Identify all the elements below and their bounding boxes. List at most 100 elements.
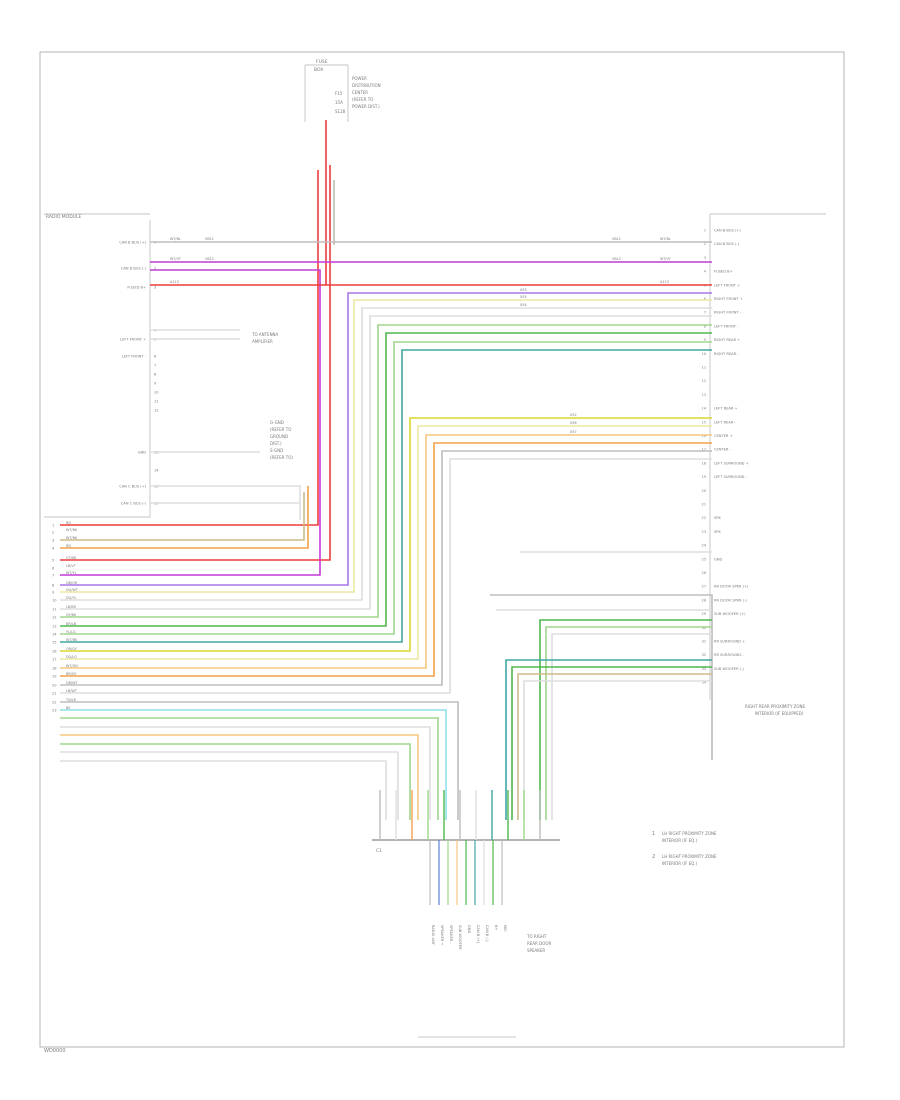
- amp-pin-number: 31: [702, 640, 706, 644]
- radio-note-1: TO ANTENNA: [251, 332, 279, 337]
- amp-pin-number: 32: [702, 653, 706, 657]
- circuit-vb12-color: WT/VT: [170, 257, 182, 261]
- harness-number: 17: [52, 658, 57, 662]
- harness-number: 6: [52, 567, 55, 571]
- harness-drop-7: [60, 751, 399, 820]
- amp-pin-number: 3: [704, 256, 706, 260]
- circuit-x56: X56: [570, 421, 577, 425]
- fuse-box-note-4: (REFER TO: [352, 97, 373, 102]
- rr-wire-5: [511, 666, 712, 820]
- amp-pin-label: SPK: [714, 516, 721, 520]
- connector-pin-label: SPEAKER +: [440, 925, 444, 945]
- harness-wire-color: LB/WT: [66, 689, 78, 693]
- fuse-box-note-3: CENTER: [352, 90, 368, 95]
- speaker-wire-b6: [60, 458, 712, 694]
- harness-drop-1: [60, 701, 459, 820]
- circuit-a113: A113: [170, 280, 179, 284]
- radio-ground-1: G-GND: [270, 420, 284, 425]
- radio-ground-3: GROUND: [270, 434, 288, 439]
- harness-number: 2: [52, 531, 54, 535]
- rr-wire-3: [551, 633, 712, 820]
- harness-drop-5: [60, 734, 419, 820]
- rr-wire-6: [517, 673, 712, 820]
- radio-pin-number: 6: [154, 355, 157, 359]
- harness-wire-color: RD: [66, 521, 71, 525]
- amp-pin-number: 33: [702, 667, 706, 671]
- circuit-vb11: VB11: [205, 237, 214, 241]
- amp-pin-label: RIGHT FRONT -: [714, 311, 742, 315]
- amp-pin-label: SUB WOOFER (+): [714, 612, 746, 616]
- connector-pin-label: SUB WOOFER: [458, 925, 462, 950]
- harness-wire-color: LB/BR: [66, 605, 77, 609]
- harness-number: 19: [52, 675, 57, 679]
- amp-pin-number: 14: [702, 407, 706, 411]
- speaker-wire-7: [60, 341, 712, 635]
- fuse-box-note-2: DISTRIBUTION: [352, 83, 381, 88]
- amp-pin-number: 26: [702, 571, 706, 575]
- amp-pin-label: LEFT SURROUND +: [714, 461, 749, 465]
- amp-pin-label: FUSED B+: [714, 270, 733, 274]
- feed-wire-red-3: [60, 170, 319, 526]
- amp-pin-label: CAN B BUS (+): [714, 229, 741, 233]
- amp-pin-number: 34: [702, 681, 706, 685]
- circuit-vb11-r: VB11: [612, 237, 621, 241]
- amp-pin-number: 8: [704, 324, 706, 328]
- circuit-x57: X57: [570, 430, 577, 434]
- amp-pin-number: 21: [702, 503, 706, 507]
- rr-wire-2: [545, 626, 712, 820]
- footer-code: WD0000: [44, 1048, 66, 1054]
- harness-number: 20: [52, 684, 57, 688]
- fuse-box-label-2: BOX: [314, 67, 323, 73]
- amp-pin-label: LEFT SURROUND -: [714, 475, 748, 479]
- harness-number: 4: [52, 547, 55, 551]
- connector-pin-label: SPEAKER -: [449, 925, 453, 944]
- radio-ground-5: S-GND: [270, 448, 283, 453]
- harness-wire-color: GY/BK: [66, 613, 77, 617]
- legend-text-2a: LH RIGHT PROXIMITY ZONE: [662, 854, 717, 859]
- radio-pin-label: FUSED B+: [127, 286, 146, 290]
- radio-pin-number: 3: [154, 286, 156, 290]
- lower-right-2: [490, 594, 713, 760]
- amp-pin-number: 12: [702, 379, 706, 383]
- speaker-wire-4: [60, 315, 712, 610]
- amp-pin-number: 4: [704, 270, 706, 274]
- harness-wire-color: LB/VT: [66, 564, 77, 568]
- amp-pin-number: 17: [702, 448, 706, 452]
- amp-caption-2: INTERIOR (IF EQUIPPED): [755, 711, 804, 716]
- speaker-wire-b4: [60, 442, 712, 677]
- amp-pin-label: RR DOOR SPKR (+): [714, 585, 749, 589]
- radio-pin-number: 9: [154, 382, 157, 386]
- fuse-box-note-1: POWER: [352, 76, 367, 81]
- harness-number: 7: [52, 574, 54, 578]
- connector-note-2: REAR DOOR: [527, 941, 551, 946]
- radio-pin-label: CAN C BUS (-): [121, 502, 147, 506]
- legend-text-1b: INTERIOR (IF EQ.): [662, 838, 698, 843]
- circuit-vb11-color: WT/BL: [170, 237, 181, 241]
- harness-wire-color: WT/GN: [66, 664, 78, 668]
- harness-wire-color: VT/BR: [66, 556, 77, 560]
- amp-pin-number: 24: [702, 544, 706, 548]
- can-b-magenta-down: [60, 269, 321, 576]
- harness-drop-3: [60, 717, 439, 820]
- amp-pin-label: LEFT REAR -: [714, 420, 736, 424]
- radio-pin-number: 10: [154, 391, 159, 395]
- harness-wire-color: OR/GY: [66, 647, 78, 651]
- legend: 1 LH RIGHT PROXIMITY ZONE INTERIOR (IF E…: [652, 831, 717, 866]
- harness-number: 11: [52, 608, 57, 612]
- harness-number: 22: [52, 701, 57, 705]
- fuse-box: FUSE BOX F15 15A S128 POWER DISTRIBUTION…: [304, 59, 381, 122]
- fuse-box-label-1: FUSE: [316, 59, 328, 65]
- harness-number: 21: [52, 692, 57, 696]
- harness-wire-color: WT/BK: [66, 528, 78, 532]
- amp-pin-number: 20: [702, 489, 706, 493]
- amp-pin-number: 29: [702, 612, 706, 616]
- circuit-x55: X55: [520, 295, 527, 299]
- radio-note-2: AMPLIFIER: [252, 339, 273, 344]
- amp-pin-label: SPK: [714, 530, 721, 534]
- radio-pin-number: 12: [154, 409, 159, 413]
- harness-wire-color: BR/GY: [66, 672, 77, 676]
